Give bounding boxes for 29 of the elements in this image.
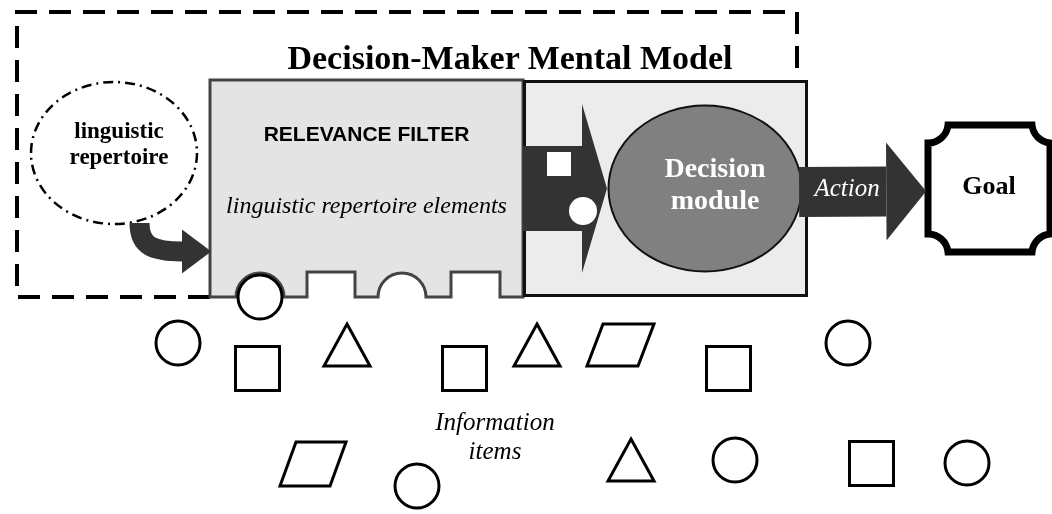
triangle-shape xyxy=(606,437,656,483)
parallelogram-shape xyxy=(585,322,656,368)
circle-shape xyxy=(711,436,759,484)
ellipse-label: linguistic repertoire xyxy=(68,118,170,171)
caption-text: Information items xyxy=(434,408,556,466)
square-shape xyxy=(234,345,281,392)
heading: Decision-Maker Mental Model xyxy=(286,38,734,78)
edge-label: Action xyxy=(812,173,881,203)
filter-description: linguistic repertoire elements xyxy=(225,192,508,220)
square-shape xyxy=(441,345,488,392)
circle-shape xyxy=(393,462,441,510)
dashed-ellipse xyxy=(29,80,199,226)
dashed-boundary xyxy=(15,10,808,300)
goal-box xyxy=(924,121,1052,256)
filter-box xyxy=(210,80,523,297)
square-shape xyxy=(848,440,895,487)
square-shape xyxy=(705,345,752,392)
goal-label: Goal xyxy=(961,171,1017,201)
triangle-shape xyxy=(322,322,372,368)
triangle-shape xyxy=(512,322,562,368)
ellipse-label: Decision module xyxy=(663,152,767,217)
circle-shape xyxy=(236,273,284,321)
parallelogram-shape xyxy=(278,440,348,488)
filter-title: RELEVANCE FILTER xyxy=(262,122,471,147)
circle-shape xyxy=(154,319,202,367)
circle-shape xyxy=(943,439,991,487)
circle-shape xyxy=(824,319,872,367)
arrow xyxy=(798,142,927,241)
arrow xyxy=(129,222,212,274)
